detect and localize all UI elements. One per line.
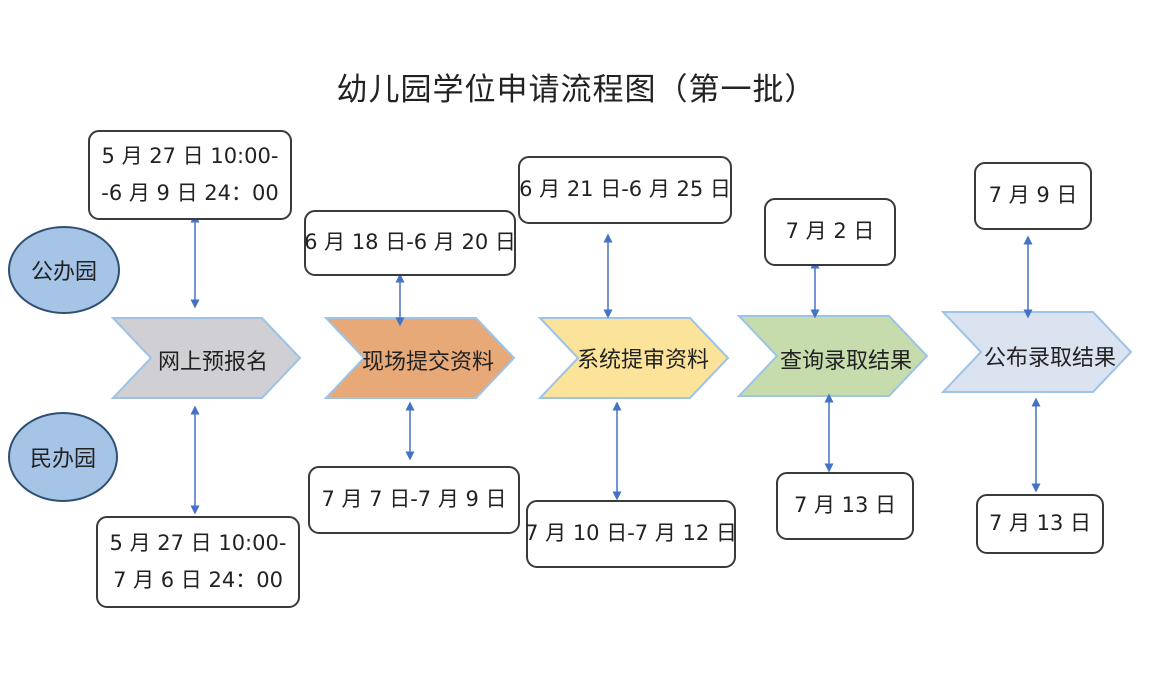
- step-label-3: 系统提审资料: [577, 348, 710, 373]
- date-line: 7 月 13 日: [988, 511, 1092, 536]
- private-date-box-3: 7 月 10 日-7 月 12 日: [525, 500, 737, 568]
- date-line: -6 月 9 日 24：00: [101, 180, 279, 205]
- step-label-4: 查询录取结果: [780, 349, 913, 374]
- public-date-box-1: 5 月 27 日 10:00- -6 月 9 日 24：00: [88, 130, 292, 220]
- chevron-step-1: [110, 317, 302, 399]
- chevron-step-2: [323, 317, 516, 399]
- chevron-step-4: [736, 315, 929, 397]
- step-label-2: 现场提交资料: [362, 350, 495, 375]
- date-line: 7 月 10 日-7 月 12 日: [525, 521, 737, 546]
- diagram-title: 幼儿园学位申请流程图（第一批）: [336, 72, 817, 108]
- private-date-box-2: 7 月 7 日-7 月 9 日: [308, 466, 520, 534]
- private-date-box-4: 7 月 13 日: [776, 472, 914, 540]
- date-line: 6 月 21 日-6 月 25 日: [519, 177, 731, 202]
- step-label-5: 公布录取结果: [984, 346, 1117, 371]
- private-date-box-5: 7 月 13 日: [976, 494, 1104, 554]
- step-label-1: 网上预报名: [158, 350, 269, 375]
- date-line: 7 月 6 日 24：00: [113, 567, 283, 592]
- public-date-box-5: 7 月 9 日: [974, 162, 1092, 230]
- chevron-step-3: [537, 317, 730, 399]
- date-line: 7 月 13 日: [793, 493, 897, 518]
- date-line: 6 月 18 日-6 月 20 日: [304, 230, 516, 255]
- date-line: 7 月 9 日: [988, 183, 1078, 208]
- public-date-box-3: 6 月 21 日-6 月 25 日: [518, 156, 732, 224]
- date-line: 7 月 7 日-7 月 9 日: [321, 487, 507, 512]
- public-date-box-4: 7 月 2 日: [764, 198, 896, 266]
- private-kindergarten-node: 民办园: [8, 412, 118, 502]
- date-line: 7 月 2 日: [785, 219, 875, 244]
- date-line: 5 月 27 日 10:00-: [101, 144, 279, 169]
- date-line: 5 月 27 日 10:00-: [109, 530, 287, 555]
- chevron-step-5: [940, 311, 1133, 393]
- public-kindergarten-node: 公办园: [8, 226, 120, 314]
- public-date-box-2: 6 月 18 日-6 月 20 日: [304, 210, 516, 276]
- private-date-box-1: 5 月 27 日 10:00- 7 月 6 日 24：00: [96, 516, 300, 608]
